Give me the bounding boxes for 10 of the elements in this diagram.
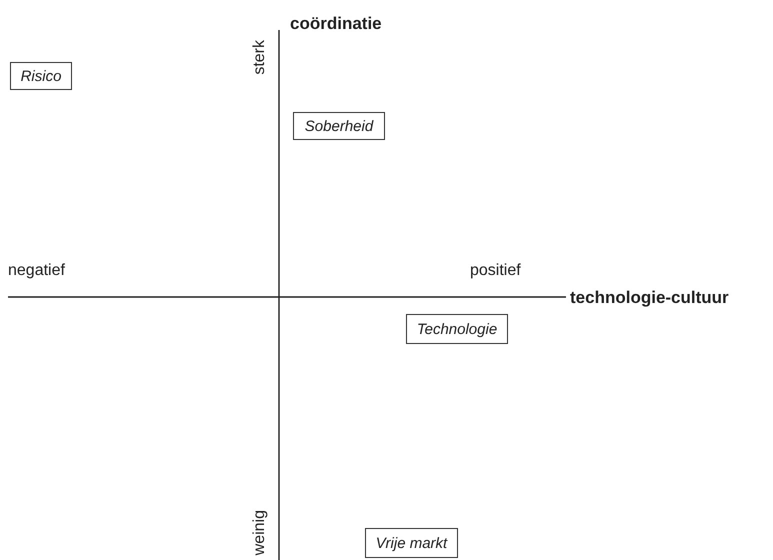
axis-end-label: weinig (251, 510, 269, 556)
scenario-box: Vrije markt (365, 528, 458, 558)
axis-title: technologie-cultuur (570, 288, 729, 308)
axis-end-label: negatief (8, 262, 65, 280)
scenario-box: Technologie (406, 314, 508, 344)
axis-title: coördinatie (290, 14, 382, 34)
axis-end-label: positief (470, 262, 521, 280)
axis-end-label: sterk (251, 40, 269, 75)
scenario-box: Soberheid (293, 112, 385, 140)
scenario-box: Risico (10, 62, 72, 90)
